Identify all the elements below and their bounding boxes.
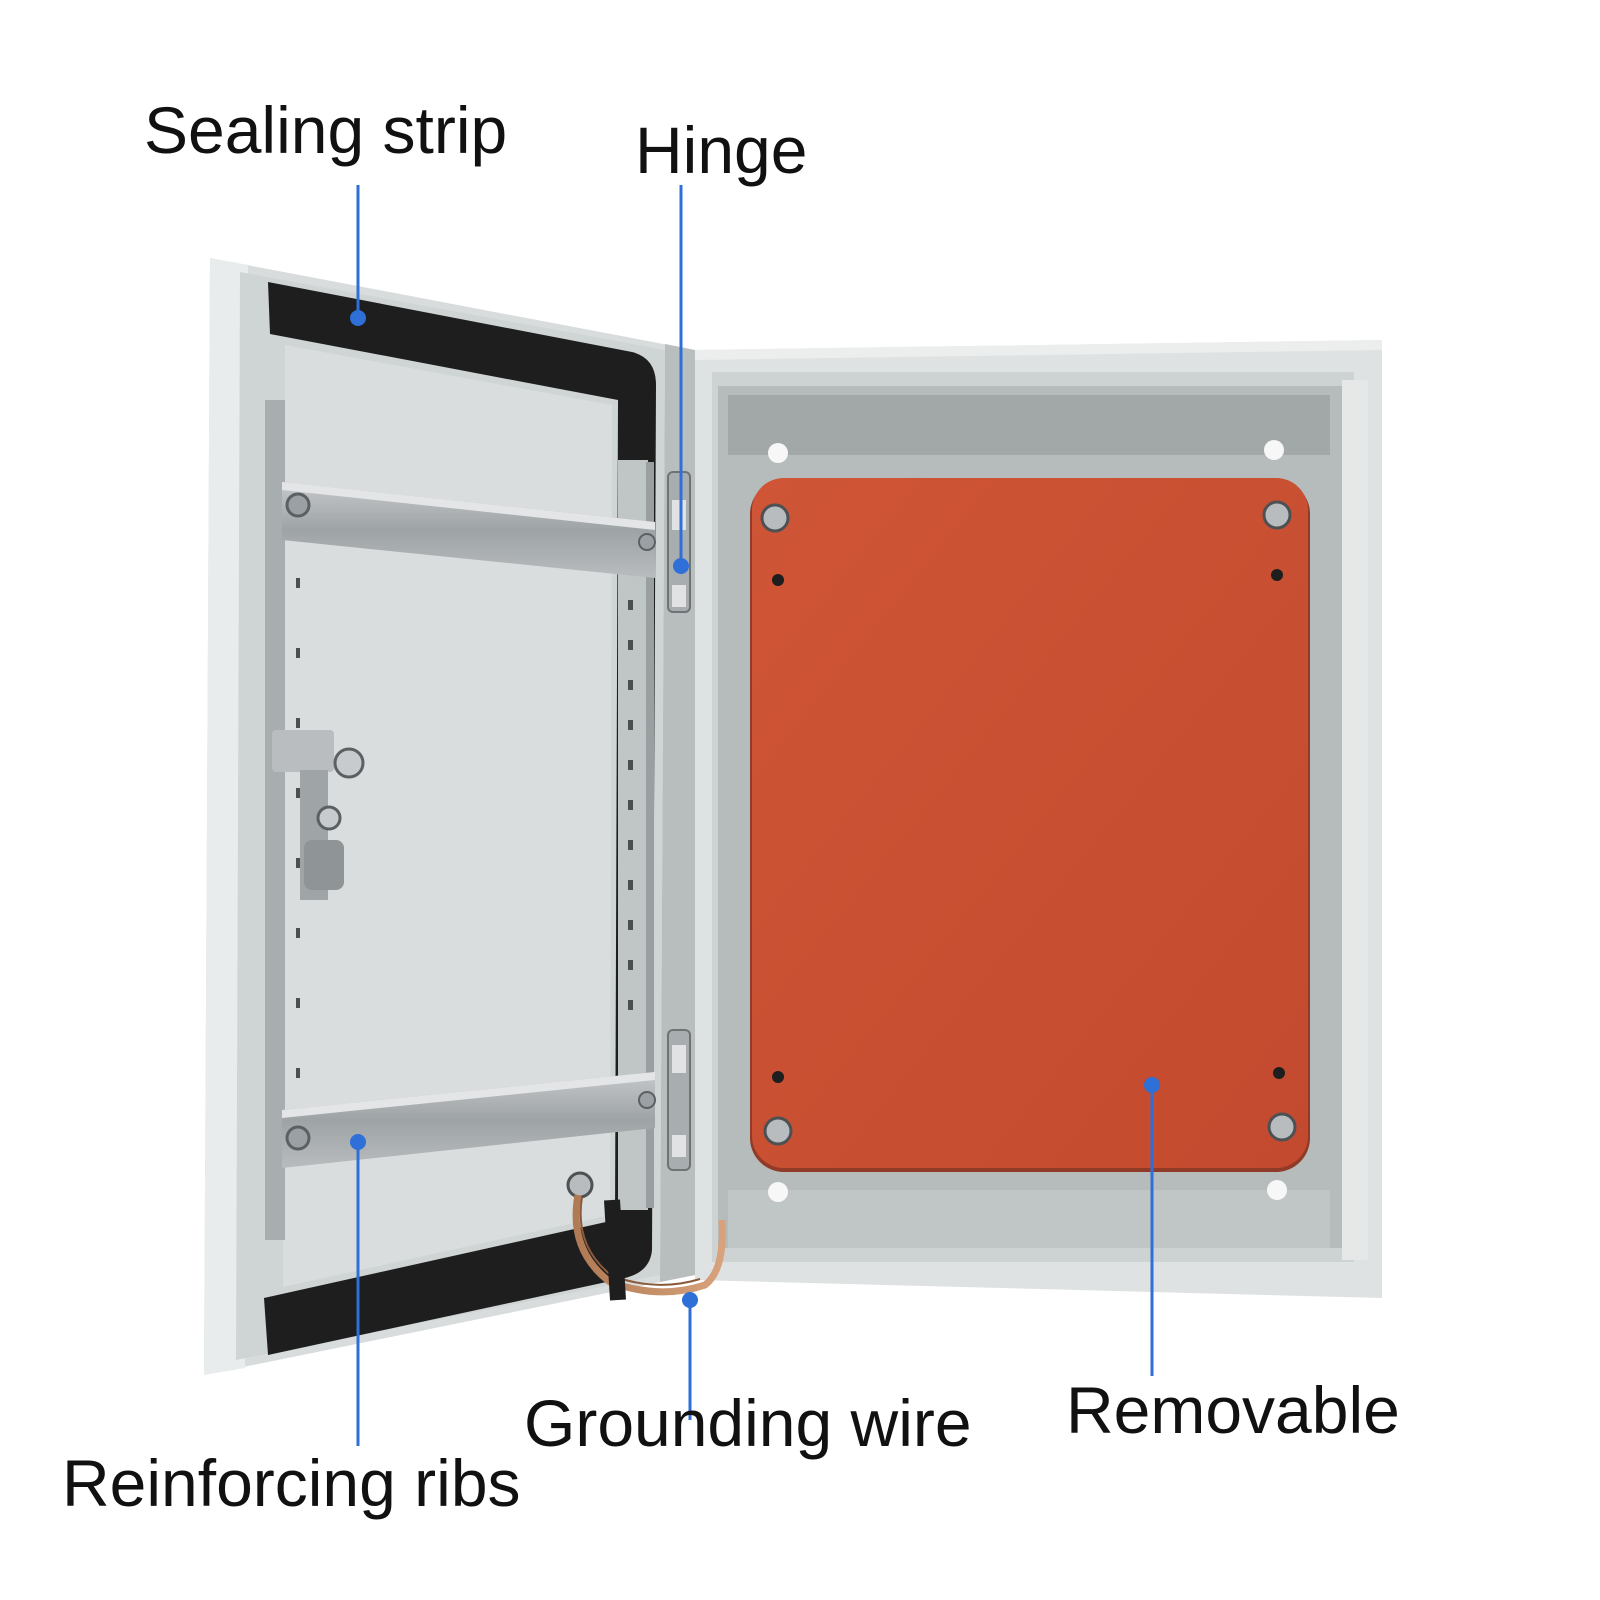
label-hinge: Hinge xyxy=(635,113,807,187)
grounding-wire-icon xyxy=(566,1171,726,1301)
label-removable: Removable xyxy=(1066,1373,1400,1447)
leader-dot-reinforcing-ribs xyxy=(350,1134,366,1150)
leader-dot-sealing-strip xyxy=(350,310,366,326)
leader-dot-grounding-wire xyxy=(682,1292,698,1308)
hinge-bottom-icon xyxy=(667,1029,691,1171)
leader-lines xyxy=(350,185,1160,1446)
label-reinforcing-ribs: Reinforcing ribs xyxy=(62,1446,521,1520)
plate-holes xyxy=(772,569,1285,1083)
plate-screws xyxy=(760,500,1297,1146)
enclosure-door xyxy=(204,258,695,1375)
removable-mounting-plate xyxy=(750,478,1310,1172)
door-lock-latch-icon xyxy=(272,730,365,900)
leader-dot-removable xyxy=(1144,1077,1160,1093)
hinge-top-icon xyxy=(667,471,691,613)
door-perforation-holes xyxy=(296,560,633,1078)
leader-dot-hinge xyxy=(673,558,689,574)
din-rail-top xyxy=(282,482,656,578)
label-sealing-strip: Sealing strip xyxy=(144,93,507,167)
door-left-strip xyxy=(265,400,285,1240)
label-grounding-wire: Grounding wire xyxy=(524,1386,972,1460)
din-rail-bottom xyxy=(282,1072,656,1168)
